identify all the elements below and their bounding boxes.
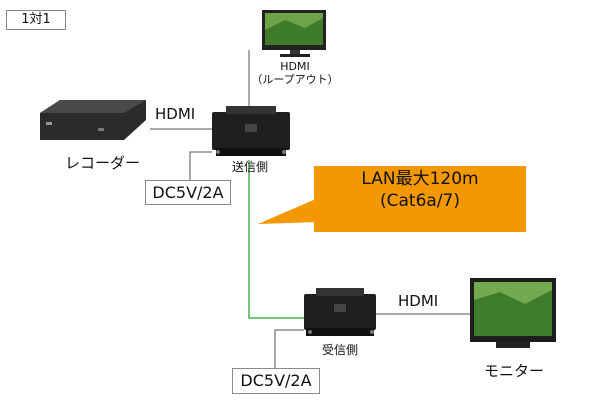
power-line-receiver xyxy=(274,329,304,368)
monitor-bottom-label: モニター xyxy=(484,362,545,380)
receiver-device xyxy=(304,288,376,336)
lan-cable-type-label: (Cat6a/7) xyxy=(380,191,460,211)
hdmi-label-left: HDMI xyxy=(155,105,196,123)
hdmi-label-right: HDMI xyxy=(398,292,439,310)
lan-callout-text: LAN最大120m (Cat6a/7) xyxy=(314,168,526,212)
lan-cable-line xyxy=(248,160,304,319)
monitor-top-caption: HDMI （ループアウト） xyxy=(240,60,350,86)
receiver-label: 受信側 xyxy=(321,343,358,357)
sender-label: 送信側 xyxy=(231,160,268,174)
sender-device xyxy=(212,106,290,156)
recorder-label: レコーダー xyxy=(65,154,141,172)
power-box-receiver: DC5V/2A xyxy=(232,368,320,394)
lan-distance-label: LAN最大120m xyxy=(361,169,479,189)
monitor-top xyxy=(262,10,326,57)
layout-badge: 1対1 xyxy=(6,10,66,30)
monitor-top-loopout-label: （ループアウト） xyxy=(251,73,339,86)
power-line-sender xyxy=(189,151,212,180)
monitor-bottom xyxy=(470,278,556,348)
lan-callout xyxy=(258,166,526,232)
power-box-sender: DC5V/2A xyxy=(145,180,231,205)
monitor-top-hdmi-label: HDMI xyxy=(280,60,310,73)
recorder-device xyxy=(40,100,146,140)
